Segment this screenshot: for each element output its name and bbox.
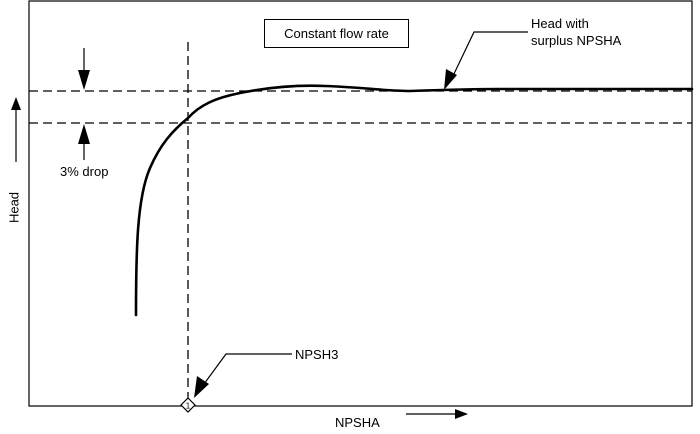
y-axis-label: Head — [6, 191, 22, 224]
head-curve — [134, 84, 694, 317]
npsh3-label: NPSH3 — [295, 347, 339, 362]
y-axis-arrowhead — [11, 97, 21, 110]
constant-flow-rate-label: Constant flow rate — [264, 19, 409, 48]
curve-label-leader-arrowhead — [444, 69, 457, 90]
curve-label-line1: Head with — [531, 16, 589, 31]
drop-arrow-top-head — [78, 70, 90, 90]
plot-frame — [28, 0, 693, 407]
x-axis-label: NPSHA — [335, 415, 380, 430]
drop-arrow-bottom-head — [78, 124, 90, 144]
npsh3-marker-number: 1 — [186, 402, 191, 411]
curve-label-line2: surplus NPSHA — [531, 33, 622, 48]
npsh3-leader — [203, 353, 292, 385]
curve-label-leader — [451, 31, 528, 79]
drop-label: 3% drop — [60, 164, 109, 179]
npsh3-marker — [180, 397, 196, 413]
x-axis-arrowhead — [455, 409, 468, 419]
npsh3-leader-arrowhead — [194, 376, 209, 398]
